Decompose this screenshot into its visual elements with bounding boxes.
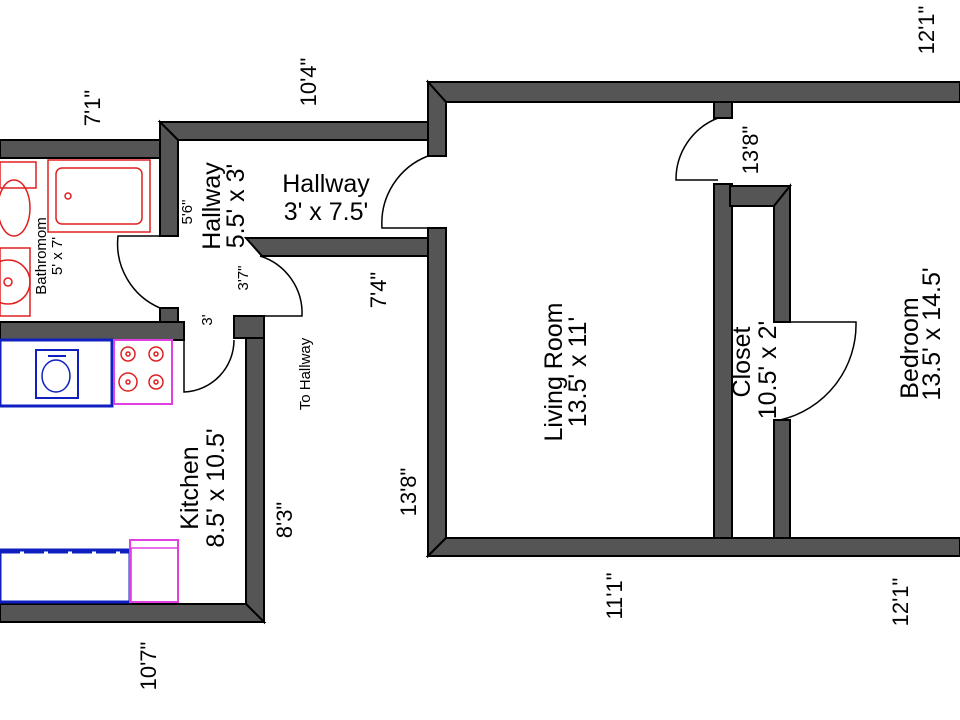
dim-hall-3-7: 3'7"	[235, 266, 252, 291]
dim-top-right: 12'1"	[914, 6, 939, 55]
kitchen-size: 8.5' x 10.5'	[202, 428, 230, 547]
closet-wall-top-stub	[713, 101, 733, 119]
dim-hall-7-4: 7'4"	[366, 272, 391, 308]
doors	[116, 117, 857, 421]
kitchen-top-right-stub	[233, 315, 265, 339]
room-labels: Hallway 3' x 7.5' Hallway 5.5' x 3' Bath…	[33, 162, 946, 548]
bathtub-icon	[47, 159, 151, 233]
kitchen-bottom-wall	[0, 603, 267, 623]
hallway-a-name: Hallway	[282, 170, 370, 198]
hall-mid-wall	[243, 237, 429, 257]
closet-right-wall-lower	[773, 419, 791, 539]
living-bottom-wall	[425, 537, 960, 557]
to-hallway-label: To Hallway	[297, 337, 314, 410]
hallway-exit-door	[259, 255, 303, 317]
bedroom-name: Bedroom	[896, 297, 924, 398]
kitchen-counter-bottom	[0, 548, 132, 604]
hall-left-wall	[159, 119, 179, 237]
closet-right-wall-upper	[773, 183, 791, 323]
closet-left-wall	[713, 183, 733, 539]
dim-kitchen-10-7: 10'7"	[136, 642, 161, 691]
closet-size: 10.5' x 2'	[754, 321, 782, 420]
kitchen-name: Kitchen	[176, 446, 204, 529]
living-room-door	[381, 155, 429, 229]
kitchen-sink-icon	[35, 349, 79, 399]
kitchen-top-wall	[0, 321, 185, 341]
kitchen-door	[183, 339, 235, 393]
bathroom-fixtures	[0, 159, 151, 317]
living-room-size: 13.5' x 11'	[564, 317, 592, 428]
bathroom-name: Bathromom	[33, 217, 50, 295]
hall-left-wall-lower	[159, 307, 179, 323]
bedroom-size: 13.5' x 14.5'	[918, 267, 946, 400]
hall-top-wall	[157, 121, 429, 141]
living-left-wall-lower	[427, 227, 447, 559]
dim-living-13-8: 13'8"	[396, 468, 421, 517]
bathroom-size: 5' x 7'	[49, 237, 66, 275]
hallway-b-size: 5.5' x 3'	[222, 164, 250, 249]
dim-hall-5-6: 5'6"	[179, 200, 196, 225]
dim-top-middle: 10'4"	[296, 58, 321, 107]
living-top-wall	[425, 81, 960, 103]
hallway-a-size: 3' x 7.5'	[284, 198, 369, 226]
hallway-b-name: Hallway	[198, 162, 226, 250]
walls	[0, 79, 960, 625]
closet-side-door	[779, 321, 857, 421]
dimension-labels: 12'1" 10'4" 7'1" 5'6" 3'7" 3' 7'4" 13'8"…	[80, 6, 939, 691]
bath-top-wall	[0, 139, 161, 159]
dim-kitchen-8-3: 8'3"	[272, 502, 297, 538]
fridge-icon	[129, 539, 179, 603]
dim-closet-13-8: 13'8"	[738, 126, 763, 175]
living-room-name: Living Room	[540, 303, 568, 442]
kitchen-counter-top	[0, 338, 114, 408]
kitchen-right-wall	[245, 337, 265, 625]
kitchen-fixtures	[0, 338, 179, 604]
closet-name: Closet	[728, 327, 756, 398]
dim-bedroom-12-1: 12'1"	[888, 578, 913, 627]
toilet-icon	[0, 179, 31, 237]
stove-icon	[113, 339, 173, 405]
bathroom-door	[116, 235, 161, 309]
dim-bath-top: 7'1"	[80, 90, 105, 126]
closet-top-door	[675, 117, 719, 181]
dim-hall-3: 3'	[199, 314, 216, 325]
dim-living-11-1: 11'1"	[602, 572, 627, 619]
